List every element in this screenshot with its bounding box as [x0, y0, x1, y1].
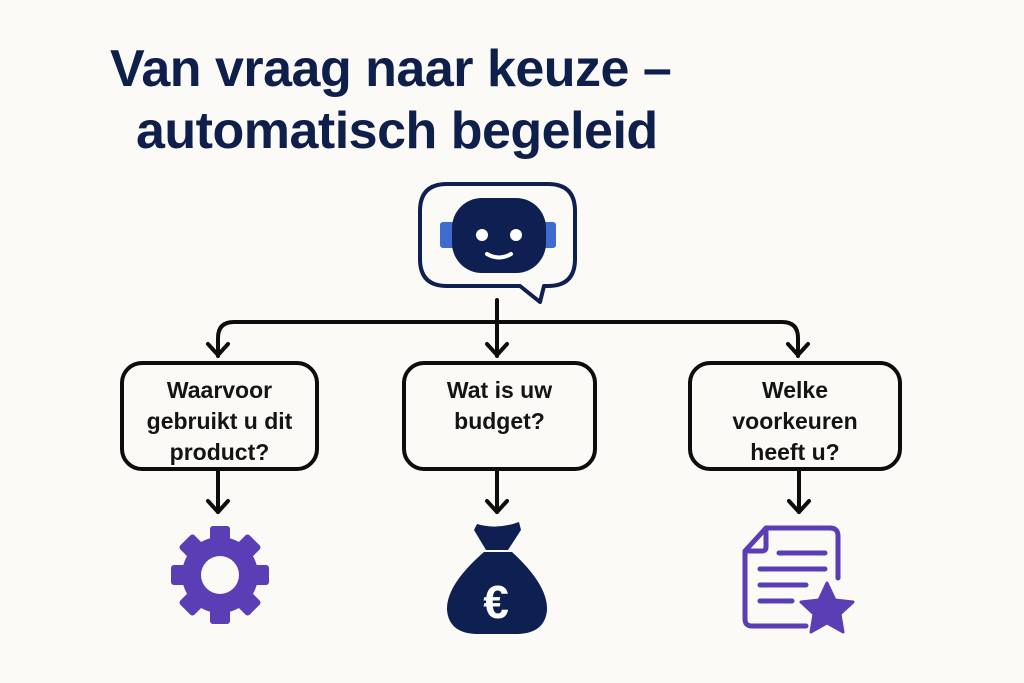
title-line-1: Van vraag naar keuze –	[110, 40, 672, 98]
question-line: heeft u?	[750, 439, 840, 465]
question-box-preferences: Welke voorkeuren heeft u?	[688, 361, 902, 471]
question-line: Wat is uw	[446, 377, 553, 403]
question-line: product?	[169, 439, 270, 465]
question-line: voorkeuren	[732, 408, 858, 434]
robot-eye-right	[510, 229, 522, 241]
euro-symbol: €	[483, 576, 509, 628]
question-box-budget: Wat is uw budget?	[402, 361, 597, 471]
robot-eye-left	[476, 229, 488, 241]
chatbot-robot-speech-bubble-icon	[418, 182, 577, 304]
question-line: budget?	[454, 408, 545, 434]
question-box-usage: Waarvoor gebruikt u dit product?	[120, 361, 319, 471]
question-line: Waarvoor	[166, 377, 273, 403]
question-line: gebruikt u dit	[146, 408, 293, 434]
euro-money-bag-icon: €	[446, 522, 548, 634]
document-star-icon	[742, 525, 855, 634]
robot-smile	[485, 252, 513, 260]
robot-head	[452, 198, 546, 273]
title-line-2: automatisch begeleid	[136, 102, 658, 160]
question-line: Welke	[761, 377, 829, 403]
connectors	[206, 298, 811, 514]
gear-icon	[171, 526, 269, 624]
